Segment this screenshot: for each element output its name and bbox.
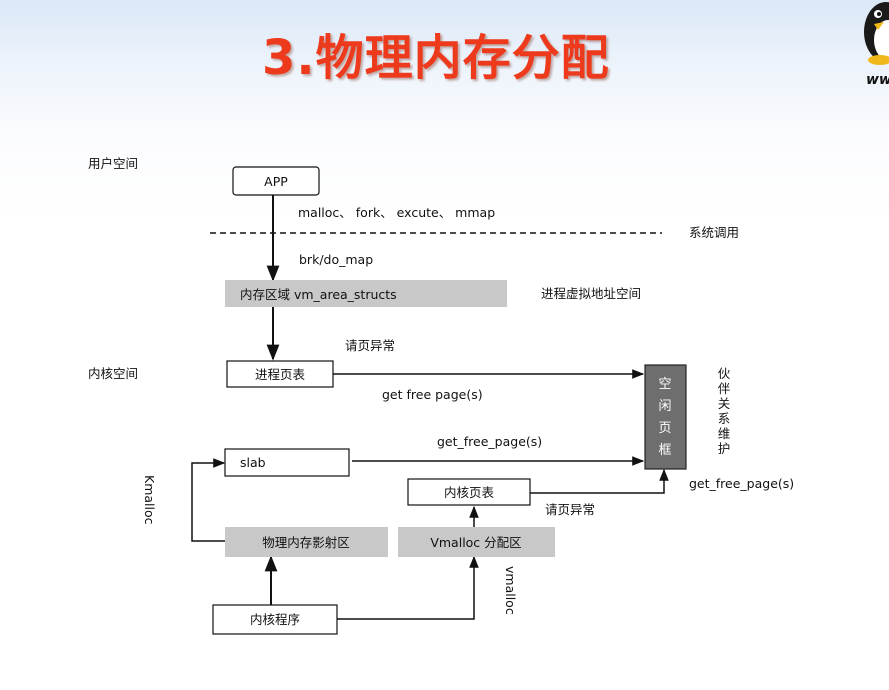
arrow-kernel-pagetable-to-frames (530, 468, 669, 494)
arrow-program-to-vmalloc (337, 555, 479, 620)
page-title: 3.物理内存分配 (262, 30, 610, 86)
process-vspace-label: 进程虚拟地址空间 (541, 286, 641, 301)
get-free-page-label-3: get_free_page(s) (689, 476, 794, 491)
app-label: APP (264, 174, 288, 189)
phys-map-label: 物理内存影射区 (262, 535, 350, 550)
buddy-char-2: 伴 (718, 381, 731, 396)
kmalloc-label: Kmalloc (142, 475, 157, 525)
page-fault-label-1: 请页异常 (345, 338, 395, 353)
buddy-char-6: 护 (718, 441, 731, 456)
syscall-label: 系统调用 (689, 225, 739, 240)
buddy-char-3: 关 (718, 396, 731, 411)
process-pagetable-box (226, 360, 334, 388)
arrow-physmap-to-slab (191, 458, 226, 542)
app-box (232, 166, 320, 196)
user-space-label: 用户空间 (88, 156, 138, 171)
buddy-char-5: 维 (718, 426, 731, 441)
page-fault-label-2: 请页异常 (545, 502, 595, 517)
brk-label: brk/do_map (299, 252, 373, 267)
kernel-program-label: 内核程序 (250, 612, 300, 627)
vmalloc-area-box (398, 527, 555, 557)
get-free-page-label-1: get free page(s) (382, 387, 483, 402)
kernel-program-box (212, 604, 338, 635)
kernel-pagetable-label: 内核页表 (444, 485, 495, 500)
vm-area-label: 内存区域 vm_area_structs (240, 287, 397, 302)
vm-area-box (225, 280, 507, 307)
process-pagetable-label: 进程页表 (255, 367, 306, 382)
buddy-char-1: 伙 (718, 366, 731, 381)
syscalls-label: malloc、 fork、 excute、 mmap (298, 205, 495, 220)
get-free-page-label-2: get_free_page(s) (437, 434, 542, 449)
free-frames-char-3: 页 (658, 421, 671, 436)
phys-map-box (225, 527, 388, 557)
kernel-pagetable-box (407, 478, 531, 506)
vmalloc-label: vmalloc (503, 566, 518, 615)
free-frames-char-4: 框 (658, 443, 671, 458)
tux-penguin-icon (864, 2, 889, 65)
buddy-char-4: 系 (718, 411, 731, 426)
slab-box (224, 448, 350, 477)
vmalloc-area-label: Vmalloc 分配区 (430, 535, 521, 550)
free-frames-box (644, 364, 687, 470)
logo-text: ww (866, 72, 889, 88)
free-frames-char-1: 空 (658, 377, 671, 392)
free-frames-char-2: 闲 (658, 399, 671, 414)
slab-label: slab (240, 455, 266, 470)
kernel-space-label: 内核空间 (88, 366, 138, 381)
